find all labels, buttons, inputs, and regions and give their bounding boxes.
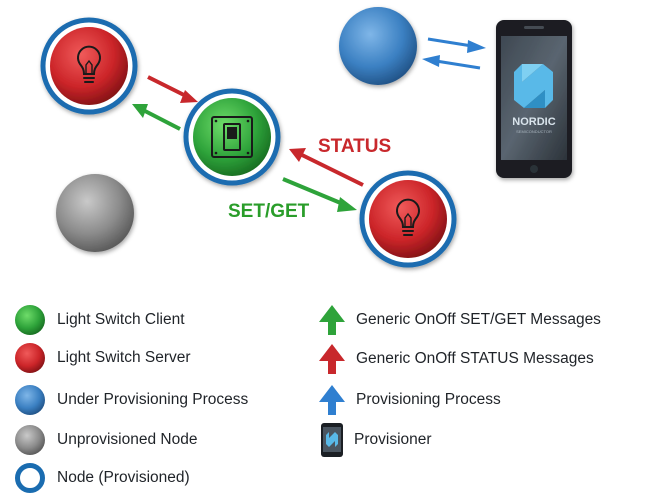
legend-label-provisioned: Node (Provisioned) <box>57 469 190 486</box>
lightbulb-icon <box>396 198 420 236</box>
light-switch-icon <box>211 116 253 158</box>
status-arrow-to-client <box>289 148 364 187</box>
setget-arrow-to-bottom-server <box>282 177 357 212</box>
lightbulb-icon <box>77 45 101 83</box>
status-arrow-label: STATUS <box>318 136 391 157</box>
legend-item-setget-messages: Generic OnOff SET/GET Messages <box>318 302 601 338</box>
red-arrow-icon <box>319 344 345 374</box>
phone-icon <box>321 423 343 457</box>
legend-label-client: Light Switch Client <box>57 311 185 328</box>
legend-label-server: Light Switch Server <box>57 349 191 366</box>
provisioning-arrow-to-phone <box>427 37 486 53</box>
legend-label-under-provisioning: Under Provisioning Process <box>57 391 249 408</box>
green-node-swatch <box>15 305 45 335</box>
legend-label-provisioning-process: Provisioning Process <box>356 391 501 408</box>
setget-arrow-label: SET/GET <box>228 201 310 222</box>
setget-arrow-from-top-server <box>132 104 181 131</box>
blue-node-swatch <box>15 385 45 415</box>
legend-label-status-messages: Generic OnOff STATUS Messages <box>356 350 594 367</box>
legend-item-under-provisioning: Under Provisioning Process <box>13 382 248 418</box>
legend-item-client: Light Switch Client <box>13 302 185 338</box>
under-provisioning-node <box>339 7 417 85</box>
legend-item-status-messages: Generic OnOff STATUS Messages <box>318 341 594 377</box>
legend-item-provisioner: Provisioner <box>320 422 432 458</box>
gray-node-swatch <box>15 425 45 455</box>
blue-arrow-icon <box>319 385 345 415</box>
legend-label-provisioner: Provisioner <box>354 431 432 448</box>
ring-swatch <box>15 463 45 493</box>
mesh-network-diagram: NORDIC SEMICONDUCTOR STATUS SET/GET <box>40 7 572 268</box>
phone-brand: NORDIC <box>512 116 555 128</box>
red-node-swatch <box>15 343 45 373</box>
provisioning-arrow-to-node <box>422 55 481 70</box>
status-arrow-to-top-server <box>147 75 198 103</box>
legend-item-provisioning-process: Provisioning Process <box>318 382 501 418</box>
unprovisioned-node <box>56 174 134 252</box>
legend-item-provisioned: Node (Provisioned) <box>13 460 190 496</box>
legend-label-unprovisioned: Unprovisioned Node <box>57 431 198 448</box>
light-switch-server-node-top <box>40 17 138 115</box>
legend-item-server: Light Switch Server <box>13 340 191 376</box>
nordic-logo <box>514 64 553 108</box>
light-switch-server-node-bottom <box>359 170 457 268</box>
legend-item-unprovisioned: Unprovisioned Node <box>13 422 197 458</box>
phone-brand-sub: SEMICONDUCTOR <box>516 129 552 134</box>
legend-label-setget-messages: Generic OnOff SET/GET Messages <box>356 311 601 328</box>
green-arrow-icon <box>319 305 345 335</box>
